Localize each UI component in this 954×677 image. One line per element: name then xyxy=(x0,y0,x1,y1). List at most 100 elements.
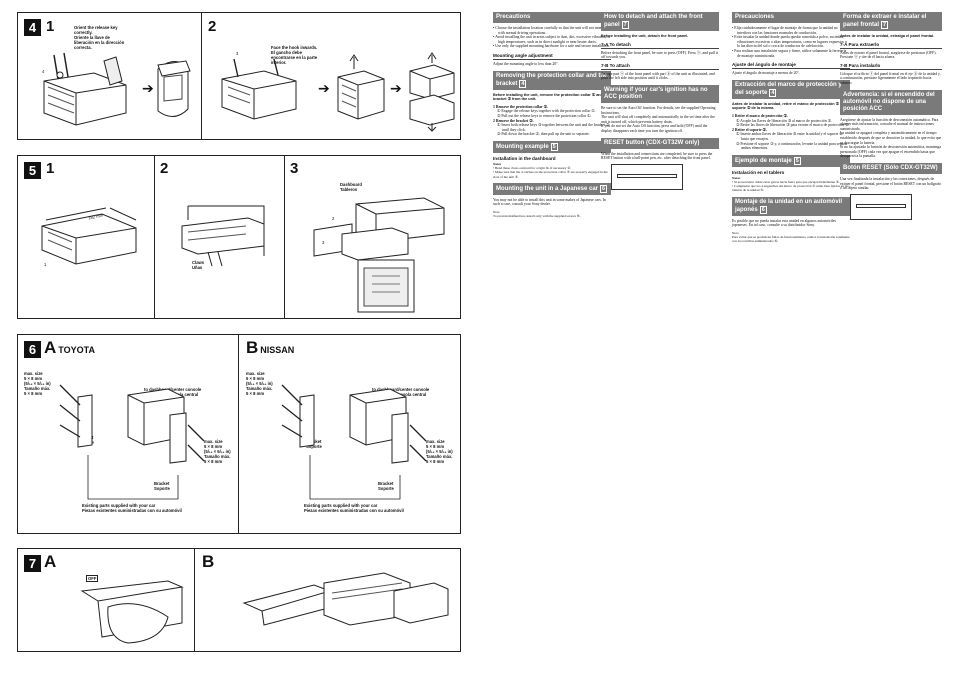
reset-button-illustration xyxy=(850,193,912,220)
claws-label: Claws Uñas xyxy=(192,260,205,270)
screw-size-label: max. size 5 × 8 mm (5/₁₆ × 5/₁₆ in) Tama… xyxy=(204,439,231,464)
section-header-extraccion: Extracción del marco de protección y del… xyxy=(732,79,850,99)
arrow-right-icon: ➔ xyxy=(318,81,330,97)
dashboard-claws-illustration xyxy=(168,200,274,280)
callout-4: 4 xyxy=(42,69,45,74)
extraerlo-text: Antes de extraer el panel frontal, asegú… xyxy=(840,50,937,60)
note-orient-key: Orient the release key correctly.Oriente… xyxy=(74,25,125,50)
reset-text: When the installation and connections ar… xyxy=(601,151,713,161)
japanese-car-note: Note To prevent malfunction, install onl… xyxy=(493,209,581,219)
arrow-right-icon: ➔ xyxy=(390,81,402,97)
nissan-mount-illustration xyxy=(280,375,430,501)
figure-7-panel: 7 A B OFF xyxy=(17,548,461,652)
remove-step: ② Pull down the bracket ②, then pull up … xyxy=(497,132,590,137)
subheading-instalarlo: 7-B Para instalarlo xyxy=(840,63,942,70)
note-item: • Bend these claws outward for a tight f… xyxy=(493,166,572,171)
substep-3-label: 3 xyxy=(290,160,299,177)
text-column-spanish-1: Precauciones • Elija cuidadosamente el l… xyxy=(732,12,850,243)
subheading-attach: 7-B To attach xyxy=(601,63,719,70)
substep-1-label: 1 xyxy=(46,160,55,177)
remove-step: ② Retire las llaves de liberación ③ para… xyxy=(736,123,850,128)
note-item: • Compruebe que los 4 enganches del marc… xyxy=(732,184,849,193)
reset-es-text: Una vez finalizada la instalación y las … xyxy=(840,176,942,191)
advertencia-text: Asegúrese de ajustar la función de desco… xyxy=(840,117,942,159)
precaution-item: • Avoid installing the unit in areas sub… xyxy=(493,35,611,44)
subheading-detach: 7-A To detach xyxy=(601,42,719,49)
substep-1-label: 1 xyxy=(46,18,55,35)
section-header-remove-collar: Removing the protection collar and the b… xyxy=(493,70,611,90)
remove-step: ② Pull out the release keys to remove th… xyxy=(497,113,592,118)
remove-step: ① Acople las llaves de liberación ③ al m… xyxy=(736,118,833,123)
remove-step: 1 Retire el marco de protección ①. xyxy=(732,113,788,118)
bracket-label: Bracket Soporte xyxy=(378,481,394,491)
collar-dimension-illustration xyxy=(32,196,144,272)
precaution-item: • Use only the supplied mounting hardwar… xyxy=(493,44,610,49)
section-header-advertencia: Advertencia: si el encendido del automóv… xyxy=(840,89,942,115)
unit-separate-illustration xyxy=(406,53,458,131)
precaution-item: • Evite instalar la unidad donde pueda q… xyxy=(732,35,847,49)
remove-step: 2 Retire el soporte ②. xyxy=(732,127,767,132)
note-hook-inwards: Face the hook inwards.El gancho debe enc… xyxy=(271,45,318,65)
toyota-mount-illustration xyxy=(58,375,208,501)
remove-step: 2 Remove the bracket ②. xyxy=(493,118,534,123)
note-item: • Si es necesario doble estas garras hac… xyxy=(732,179,840,184)
panel-divider xyxy=(201,13,202,139)
variant-a-label: A xyxy=(44,552,57,571)
note-heading: Notas xyxy=(732,175,741,180)
step-number-7: 7 xyxy=(24,555,41,572)
japones-note: Nota Para evitar que se produzcan fallos… xyxy=(732,230,850,244)
attach-text: Engage part ⓐ of the front panel with pa… xyxy=(601,71,715,81)
frame-illustration xyxy=(156,59,192,79)
subheading-dashboard: Installation in the dashboard xyxy=(493,155,556,161)
panel-frontal-intro: Antes de instalar la unidad, extraiga el… xyxy=(840,34,935,38)
precaution-item: • Choose the installation location caref… xyxy=(493,26,608,35)
angulo-text: Ajuste el ángulo de montaje a menos de 2… xyxy=(732,71,800,76)
section-header-precautions: Precautions xyxy=(493,12,611,23)
panel-divider xyxy=(194,549,195,651)
step-number-5: 5 xyxy=(24,162,41,179)
precaution-item: • Para realizar una instalación segura y… xyxy=(732,48,847,58)
bracket-label: Bracket Soporte xyxy=(154,481,170,491)
panel-divider xyxy=(154,156,155,318)
figure-4-panel: 4 1 2 Orient the release key correctly.O… xyxy=(17,12,461,140)
remove-step: ① Inserte ambas llaves de liberación ③ e… xyxy=(736,132,843,141)
precaution-item: • Elija cuidadosamente el lugar de monta… xyxy=(732,26,838,35)
detach-text: Before detaching the front panel, be sur… xyxy=(601,50,718,60)
note-item: • Make sure that the 4 catches on the pr… xyxy=(493,170,608,179)
instalarlo-text: Coloque el orificio ⓐ del panel frontal … xyxy=(840,71,941,85)
arrow-right-icon: ➔ xyxy=(142,81,154,97)
mounting-angle-text: Adjust the mounting angle to less than 2… xyxy=(493,61,559,66)
extraccion-intro: Antes de instalar la unidad, retire el m… xyxy=(732,101,847,111)
text-column-spanish-2: Forma de extraer e instalar el panel fro… xyxy=(840,12,942,226)
japones-text: Es posible que no pueda instalar esta un… xyxy=(732,218,836,228)
toyota-label: TOYOTA xyxy=(58,345,95,355)
callout-3: 3 xyxy=(236,51,239,56)
unit-pull-illustration xyxy=(334,53,388,129)
section-header-reset: RESET button (CDX-GT32W only) xyxy=(601,137,719,149)
step-number-6: 6 xyxy=(24,341,41,358)
remove-intro: Before installing the unit, remove the p… xyxy=(493,92,610,102)
front-panel-intro: Before installing the unit, detach the f… xyxy=(601,34,689,38)
section-header-acc-warning: Warning if your car's ignition has no AC… xyxy=(601,84,719,103)
callout-3: 3 xyxy=(322,240,325,245)
note-heading: Notes xyxy=(493,161,502,166)
figure-5-panel: 5 1 2 3 182 mm 1 Claws Uñas Dashboard Ta… xyxy=(17,155,461,319)
section-header-panel-frontal: Forma de extraer e instalar el panel fro… xyxy=(840,12,942,31)
existing-parts-label: Existing parts supplied with your car Pi… xyxy=(304,503,404,513)
callout-1: 1 xyxy=(358,202,361,207)
section-header-japones: Montaje de la unidad en un automóvil jap… xyxy=(732,196,850,216)
callout-1: 1 xyxy=(44,262,47,267)
section-header-reset-es: Botón RESET (Sólo CDX-GT32W) xyxy=(840,162,942,174)
remove-step: ① Engage the release keys together with … xyxy=(497,109,596,114)
section-header-front-panel: How to detach and attach the front panel… xyxy=(601,12,719,31)
screw-size-label: max. size 5 × 8 mm (5/₁₆ × 5/₁₆ in) Tama… xyxy=(246,371,273,396)
section-header-precauciones: Precauciones xyxy=(732,12,850,23)
subheading-extraerlo: 7-A Para extraerlo xyxy=(840,42,942,49)
step-number-4: 4 xyxy=(24,19,41,36)
panel-divider xyxy=(238,335,239,533)
panel-divider xyxy=(284,156,285,318)
screw-size-label: max. size 5 × 8 mm (5/₁₆ × 5/₁₆ in) Tama… xyxy=(24,371,51,396)
